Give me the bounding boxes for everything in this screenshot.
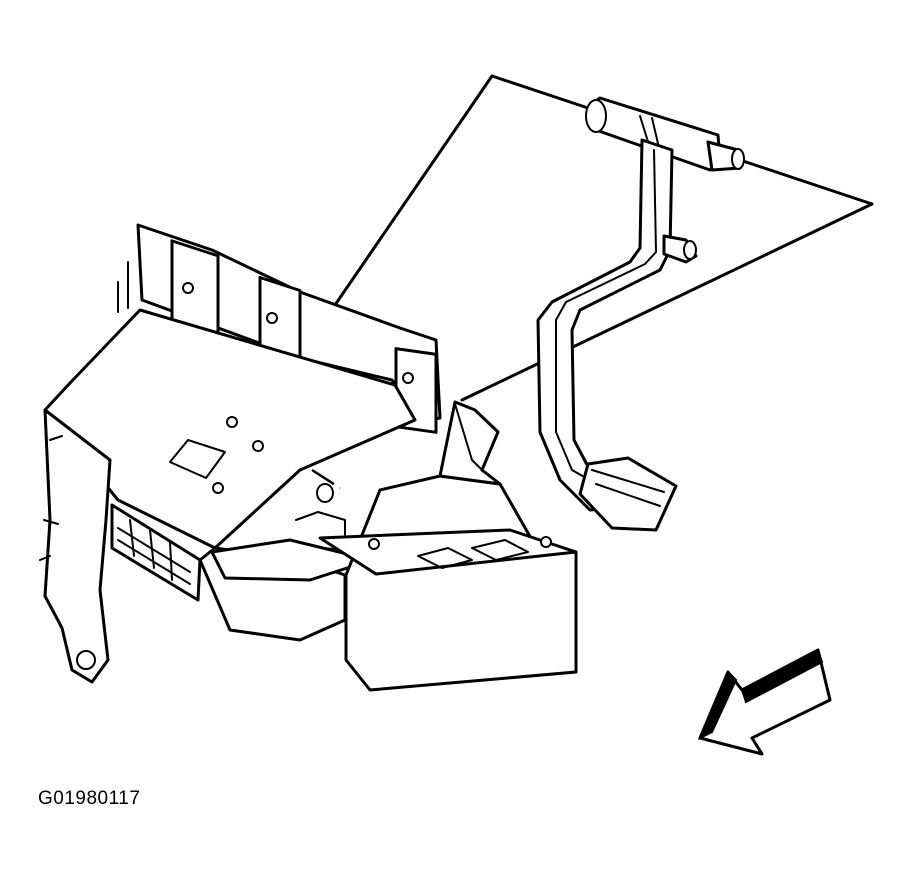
pedal-box xyxy=(344,474,578,692)
brake-pedal xyxy=(536,96,745,532)
figure-code: G01980117 xyxy=(38,788,141,809)
direction-arrow xyxy=(698,648,832,756)
dash-support-bracket xyxy=(39,223,578,692)
